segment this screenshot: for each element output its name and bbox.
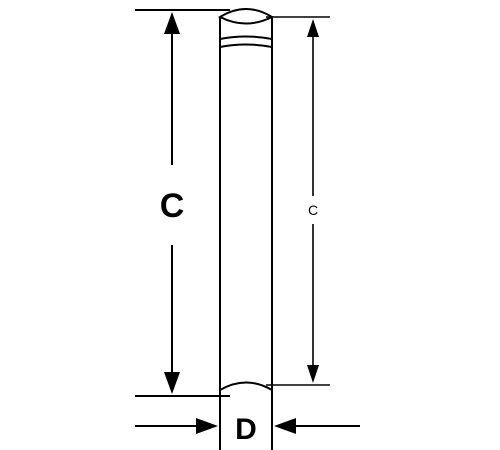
body-length-dimension xyxy=(266,16,330,386)
diameter-arrow-left xyxy=(196,418,218,434)
body-length-arrow-down xyxy=(307,365,319,383)
overall-length-arrow-up xyxy=(164,12,180,34)
diameter-dimension xyxy=(135,390,360,450)
diameter-label: D xyxy=(235,413,257,446)
pin-top-groove-2 xyxy=(219,43,273,48)
overall-length-arrow-down xyxy=(164,372,180,394)
pin-top-cap xyxy=(217,8,275,25)
pin-body xyxy=(217,8,275,391)
body-length-label: C xyxy=(308,202,318,218)
overall-length-label: C xyxy=(160,187,185,225)
pin-bottom-chamfer xyxy=(219,381,273,391)
diameter-arrow-right xyxy=(274,418,296,434)
body-length-arrow-up xyxy=(307,19,319,37)
pin-top-groove-1 xyxy=(219,35,273,40)
overall-length-dimension xyxy=(135,9,230,397)
